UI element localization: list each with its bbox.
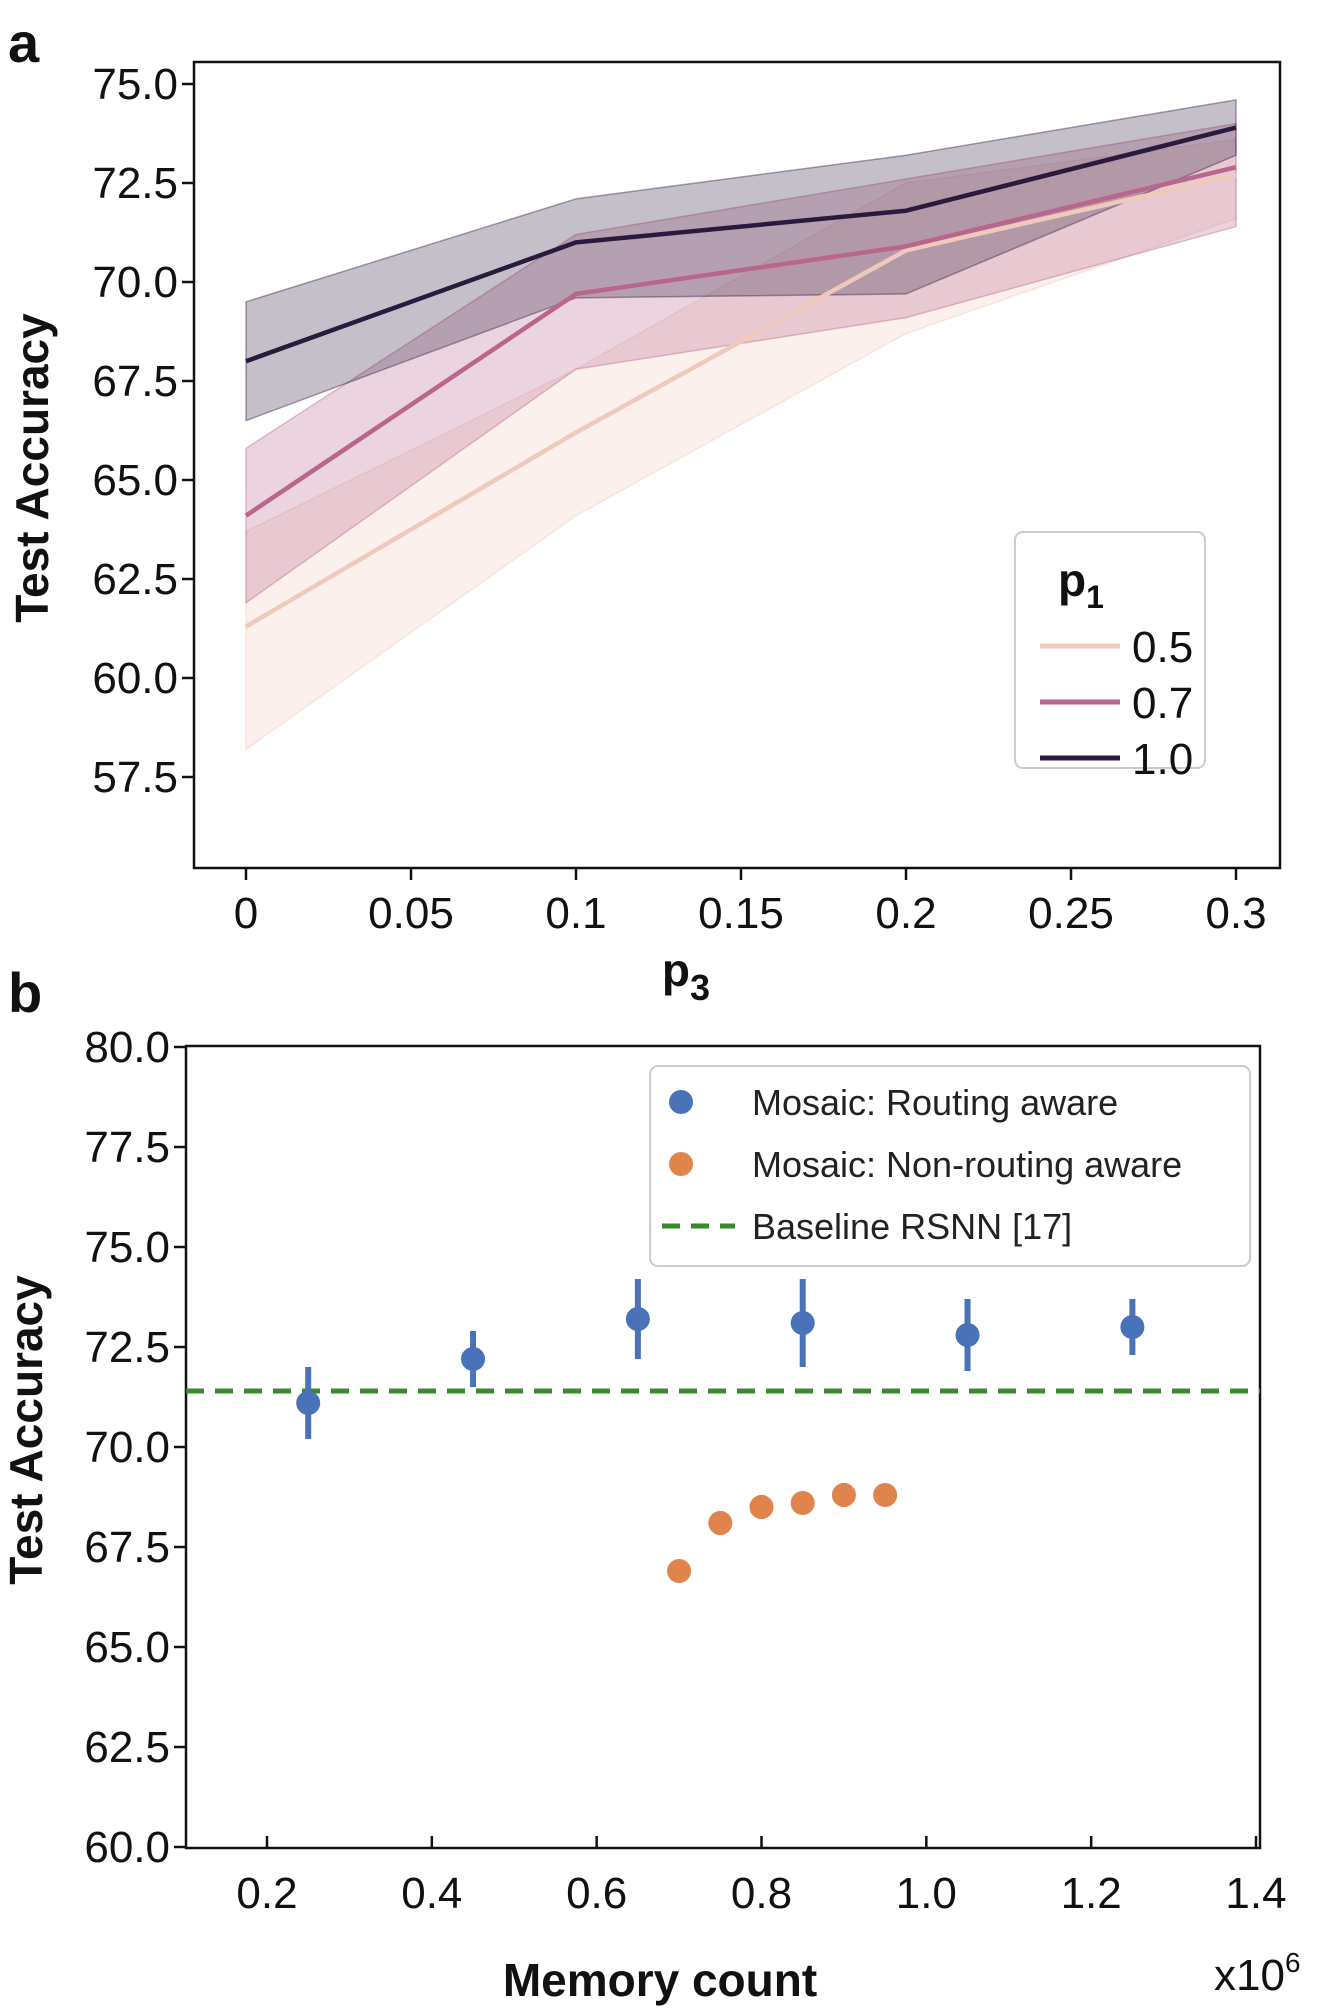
panel-a-frame <box>192 60 1282 870</box>
panel-a-y-tick-label: 57.5 <box>92 753 178 802</box>
panel-b-point-mosaic-non-routing-aware <box>873 1483 898 1507</box>
panel-a-x-axis-label-base: p <box>662 944 690 996</box>
panel-b-x-tick-label: 1.4 <box>1225 1869 1286 1918</box>
panel-a-x-tick-label: 0.3 <box>1205 889 1266 938</box>
panel-a-legend-title: p1 <box>1058 554 1104 615</box>
panel-a-legend-label-0-5: 0.5 <box>1132 623 1193 672</box>
panel-a-x-ticks: 0 0.05 0.1 0.15 0.2 0.25 0.3 <box>234 868 1267 938</box>
panel-b-y-tick-label: 67.5 <box>84 1523 170 1572</box>
panel-a-y-tick-label: 70.0 <box>92 258 178 307</box>
panel-b-point-mosaic-routing-aware <box>1120 1315 1145 1339</box>
panel-b-point-mosaic-non-routing-aware <box>708 1511 733 1535</box>
panel-b-point-mosaic-routing-aware <box>955 1323 980 1347</box>
panel-a: a 57.5 60.0 62.5 65.0 67.5 70.0 72.5 75.0 0 0.05… <box>6 11 1282 1008</box>
panel-a-band-0-5 <box>245 138 1237 751</box>
panel-b-y-tick-label: 70.0 <box>84 1423 170 1472</box>
panel-a-x-tick-label: 0.15 <box>698 889 784 938</box>
panel-b-y-tick-label: 62.5 <box>84 1723 170 1772</box>
panel-b-y-tick-label: 75.0 <box>84 1223 170 1272</box>
panel-a-y-tick-label: 65.0 <box>92 456 178 505</box>
panel-a-y-tick-label: 62.5 <box>92 555 178 604</box>
panel-a-y-axis-label: Test Accuracy <box>6 313 58 623</box>
panel-a-y-tick-label: 72.5 <box>92 159 178 208</box>
panel-a-legend-label-0-7: 0.7 <box>1132 679 1193 728</box>
panel-b-point-mosaic-routing-aware <box>790 1311 815 1335</box>
panel-b-legend-swatch-mosaic-routing-aware <box>669 1090 693 1114</box>
panel-b-x-multiplier-base: x10 <box>1214 1951 1285 2000</box>
panel-b-point-mosaic-routing-aware <box>625 1307 650 1331</box>
panel-b-point-mosaic-non-routing-aware <box>667 1559 692 1583</box>
panel-a-line-0-5 <box>244 172 1237 629</box>
panel-b-y-axis-label: Test Accuracy <box>0 1275 52 1585</box>
panel-b-x-multiplier: x106 <box>1214 1947 1301 2000</box>
panel-b-x-tick-label: 1.0 <box>896 1869 957 1918</box>
panel-a-line-0-7 <box>244 164 1237 518</box>
panel-a-band-0-7 <box>245 122 1237 605</box>
panel-b-x-tick-label: 0.2 <box>236 1869 297 1918</box>
panel-b-y-tick-label: 80.0 <box>84 1023 170 1072</box>
panel-b-y-tick-label: 72.5 <box>84 1323 170 1372</box>
panel-a-legend: p1 0.5 0.7 1.0 <box>1014 531 1206 784</box>
panel-b-y-tick-label: 65.0 <box>84 1623 170 1672</box>
panel-b-y-ticks: 60.0 62.5 65.0 67.5 70.0 72.5 75.0 77.5 80.0 <box>84 1023 186 1872</box>
panel-b-y-tick-label: 60.0 <box>84 1823 170 1872</box>
panel-b-x-tick-label: 1.2 <box>1061 1869 1122 1918</box>
panel-b-point-mosaic-routing-aware <box>296 1391 321 1415</box>
panel-a-x-axis-label-sub: 3 <box>690 967 710 1008</box>
panel-b-point-mosaic-non-routing-aware <box>749 1495 774 1519</box>
panel-a-y-tick-label: 67.5 <box>92 357 178 406</box>
panel-b-x-tick-label: 0.8 <box>731 1869 792 1918</box>
panel-b-legend-box <box>649 1065 1251 1267</box>
panel-b-x-axis-label: Memory count <box>503 1954 817 2006</box>
panel-a-label: a <box>8 11 40 74</box>
panel-a-lines <box>244 125 1237 629</box>
panel-a-x-tick-label: 0.2 <box>875 889 936 938</box>
panel-a-confidence-bands <box>245 98 1237 751</box>
panel-a-legend-box <box>1014 531 1206 769</box>
panel-b-legend-swatch-mosaic-non-routing-aware <box>669 1152 693 1176</box>
panel-b-label: b <box>8 961 42 1024</box>
panel-a-x-tick-label: 0 <box>234 889 258 938</box>
panel-b-points <box>296 1279 1145 1583</box>
panel-b-legend-label-baseline-rsnn-17: Baseline RSNN [17] <box>752 1206 1072 1247</box>
panel-b-point-mosaic-routing-aware <box>461 1347 486 1371</box>
panel-a-x-axis-label: p3 <box>662 944 710 1008</box>
panel-a-x-tick-label: 0.1 <box>545 889 606 938</box>
panel-a-x-tick-label: 0.25 <box>1028 889 1114 938</box>
panel-a-legend-title-sub: 1 <box>1086 579 1104 615</box>
panel-a-y-ticks: 57.5 60.0 62.5 65.0 67.5 70.0 72.5 75.0 <box>92 60 194 802</box>
panel-b-point-mosaic-non-routing-aware <box>790 1491 815 1515</box>
panel-a-legend-title-base: p <box>1058 554 1086 606</box>
panel-b-legend-label-mosaic-routing-aware: Mosaic: Routing aware <box>752 1082 1118 1123</box>
panel-b-y-tick-label: 77.5 <box>84 1123 170 1172</box>
panel-a-y-tick-label: 75.0 <box>92 60 178 109</box>
panel-b: b 60.0 62.5 65.0 67.5 70.0 72.5 75.0 77.5 80.0 0… <box>0 961 1301 2006</box>
panel-a-legend-label-1-0: 1.0 <box>1132 735 1193 784</box>
panel-b-legend-label-mosaic-non-routing-aware: Mosaic: Non-routing aware <box>752 1144 1182 1185</box>
panel-a-line-1-0 <box>245 125 1237 364</box>
panel-b-x-multiplier-exp: 6 <box>1285 1947 1301 1978</box>
panel-a-legend-items: 0.5 0.7 1.0 <box>1040 623 1193 784</box>
panel-b-point-mosaic-non-routing-aware <box>831 1483 856 1507</box>
panel-a-x-tick-label: 0.05 <box>368 889 454 938</box>
panel-b-x-ticks: 0.2 0.4 0.6 0.8 1.0 1.2 1.4 <box>236 1836 1287 1918</box>
panel-b-x-tick-label: 0.6 <box>566 1869 627 1918</box>
panel-a-y-tick-label: 60.0 <box>92 654 178 703</box>
panel-b-x-tick-label: 0.4 <box>401 1869 462 1918</box>
panel-a-band-1-0 <box>245 98 1237 422</box>
